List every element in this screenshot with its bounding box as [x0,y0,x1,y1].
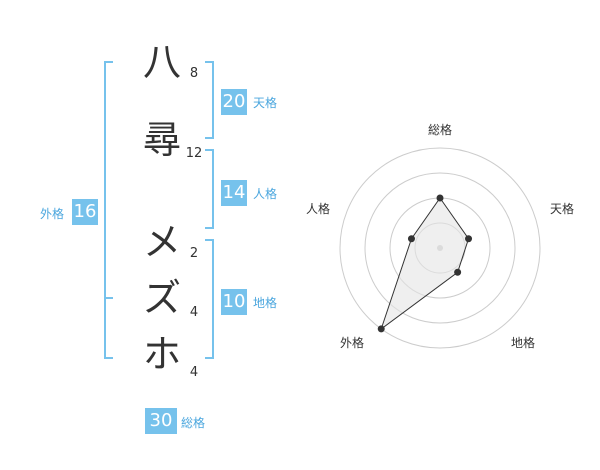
stroke-count-2: 12 [185,146,203,161]
radar-point-3 [454,268,462,276]
stroke-count-5: 4 [189,365,199,380]
chi-value-badge: 10 [221,289,247,315]
sou-label: 総格 [181,416,206,430]
radar-ring [364,172,516,324]
radar-chart [339,147,541,349]
jin-value-badge: 14 [221,180,247,206]
ten-value-badge: 20 [221,89,247,115]
gai-label: 外格 [40,207,65,221]
radar-ring [339,147,541,349]
radar-label-gai: 外格 [340,336,365,350]
bracket-jin [205,149,214,229]
chi-label: 地格 [253,296,278,310]
name-char-3: メ [142,220,181,264]
name-char-4: ズ [142,276,181,320]
brackets [104,61,214,359]
name-char-5: ホ [142,332,181,376]
gai-value-badge: 16 [72,199,98,225]
name-char-2: 尋 [142,118,181,162]
radar-label-jin: 人格 [306,202,331,216]
radar-point-2 [465,235,473,243]
stroke-count-1: 8 [189,66,199,81]
ten-label: 天格 [253,96,278,110]
sou-value-badge: 30 [145,408,177,434]
radar-point-4 [377,325,385,333]
radar-series-polygon [380,197,470,331]
bracket-chi [205,239,214,359]
radar-point-1 [436,194,444,202]
bracket-gai [104,61,113,359]
name-char-1: 八 [142,40,181,84]
stroke-count-4: 4 [189,305,199,320]
stroke-count-3: 2 [189,246,199,261]
bracket-ten [205,61,214,139]
radar-label-sou: 総格 [428,123,453,137]
radar-point-5 [407,235,415,243]
jin-label: 人格 [253,187,278,201]
radar-label-ten: 天格 [550,202,575,216]
radar-label-chi: 地格 [511,336,536,350]
